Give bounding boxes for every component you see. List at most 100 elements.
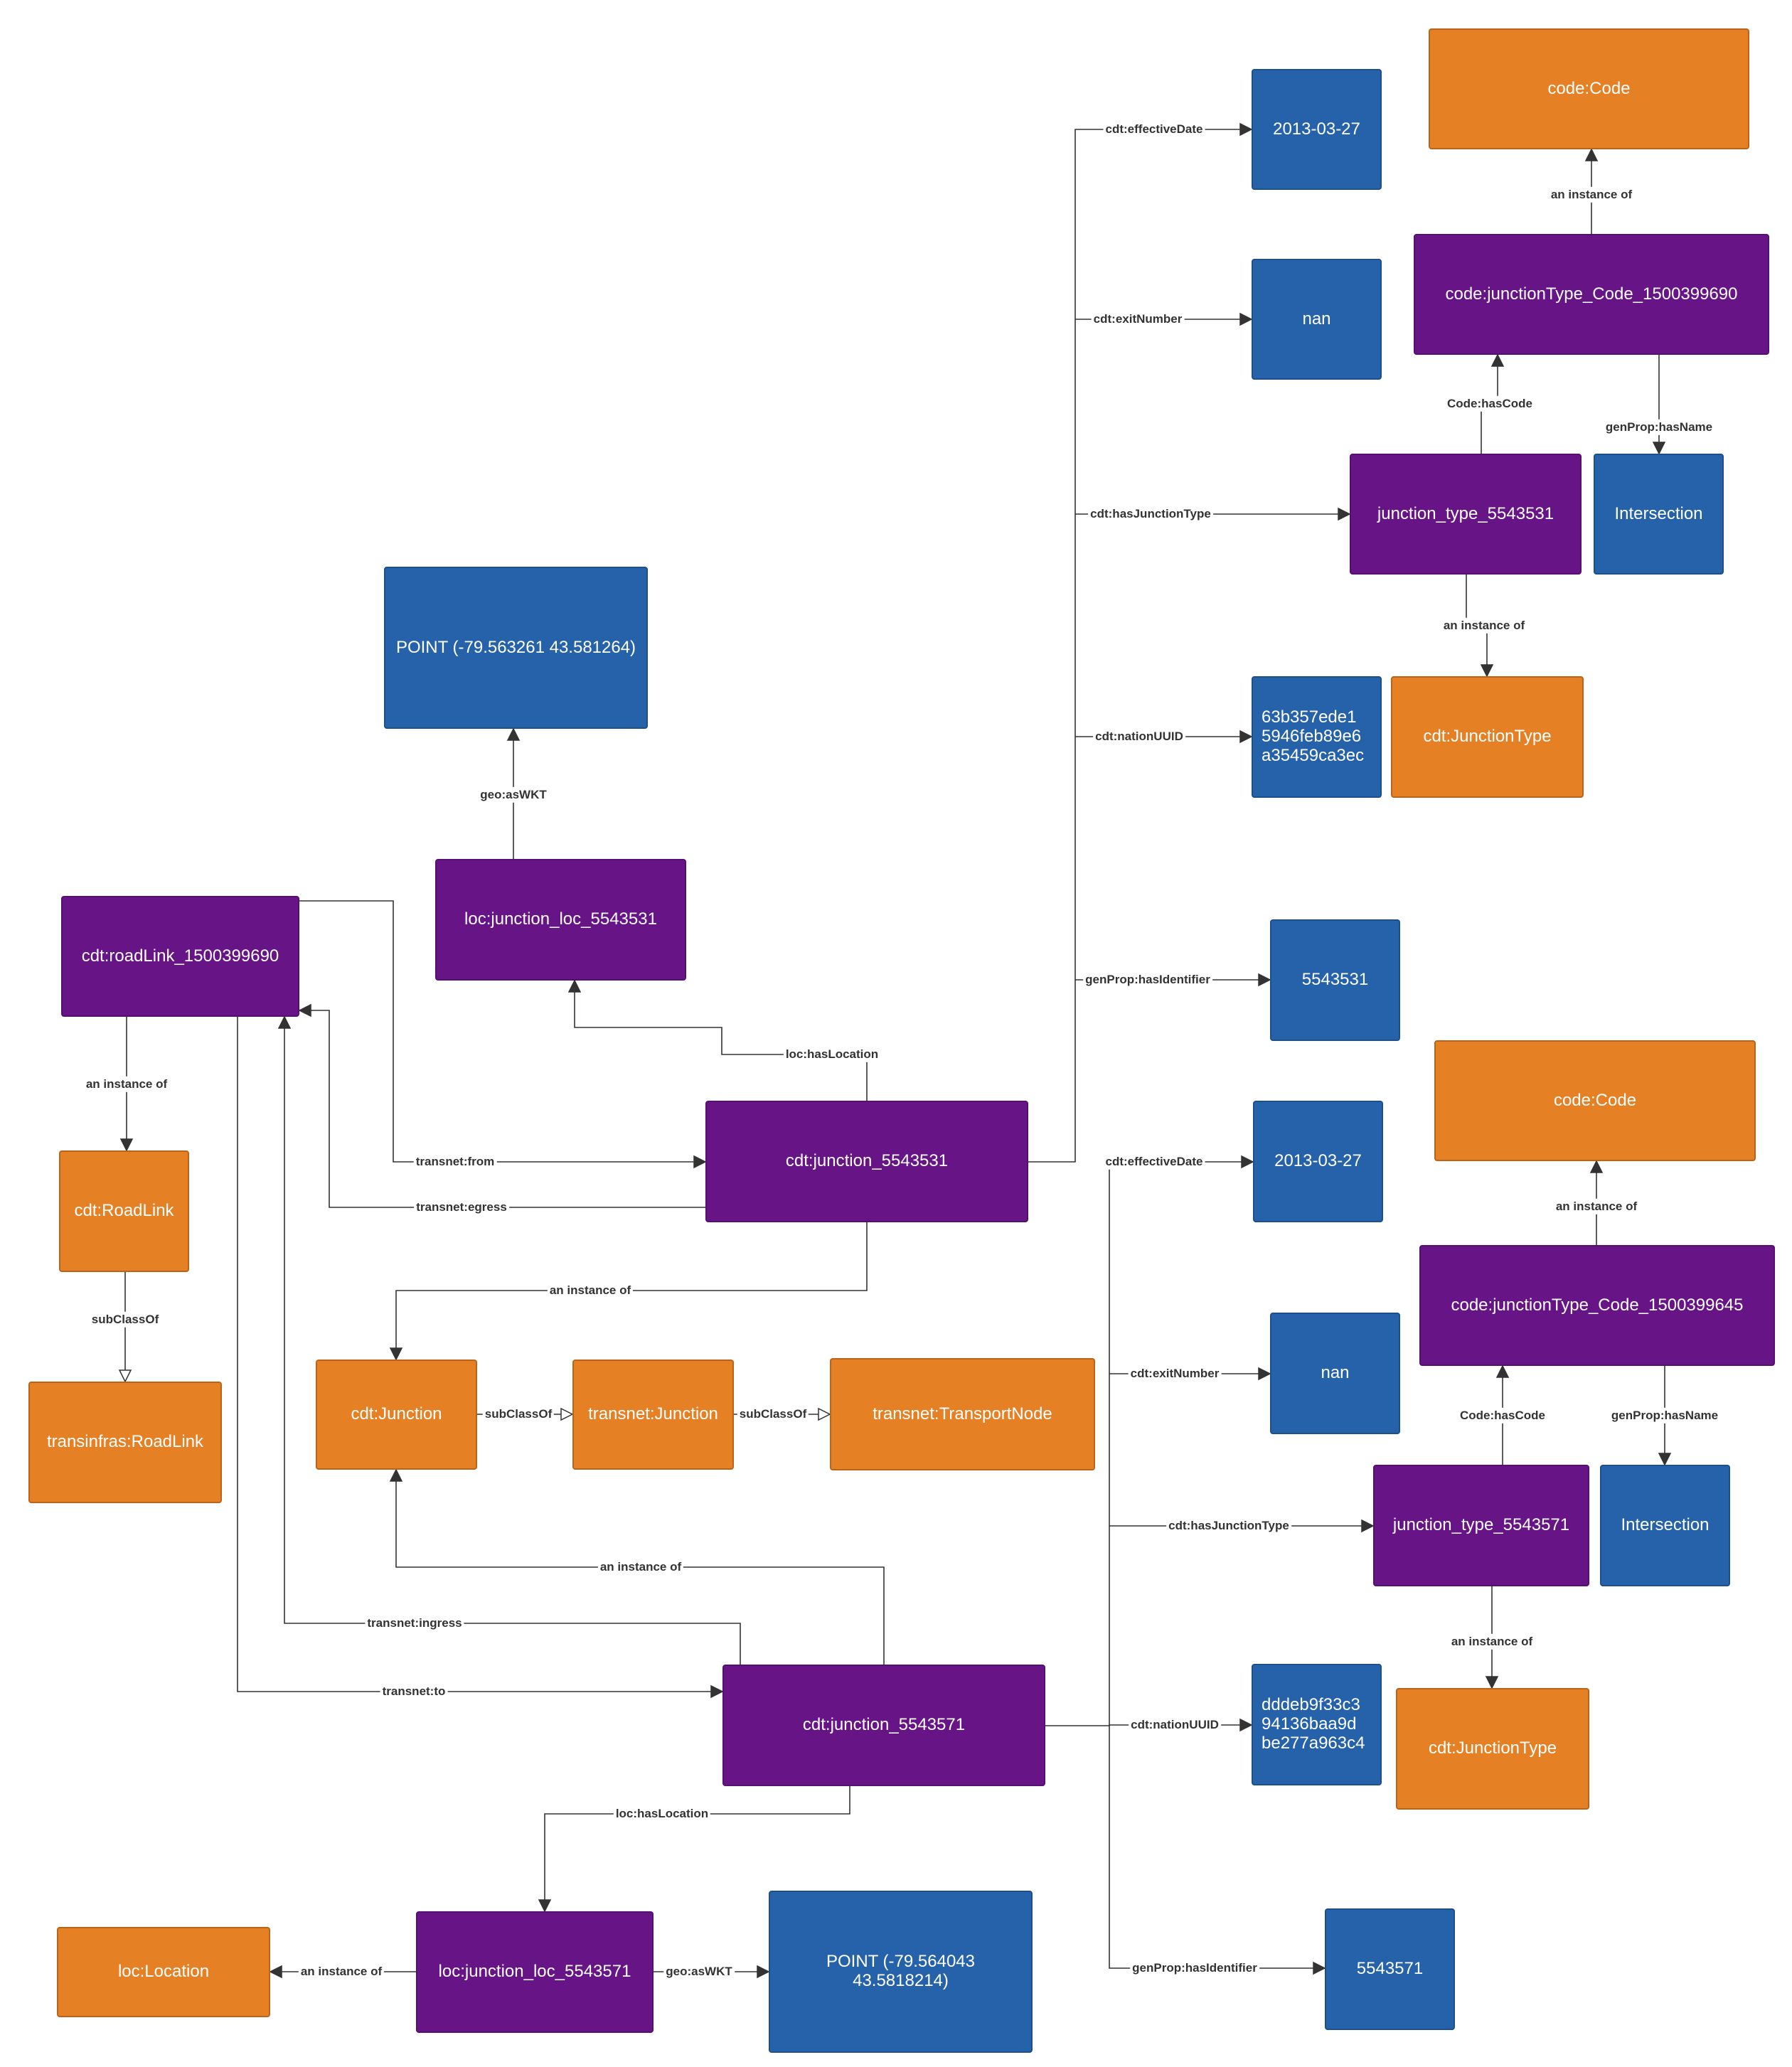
edge-wkt-b-label: geo:asWKT [663, 1963, 735, 1980]
edge-ident-b-arrowhead [1313, 1961, 1326, 1975]
node-roadlink: cdt:roadLink_1500399690 [61, 896, 299, 1017]
node-date-a: 2013-03-27 [1252, 69, 1382, 190]
edge-uuid-b-arrowhead [1239, 1718, 1253, 1732]
edge-exit-b-arrowhead [1258, 1367, 1271, 1381]
edge-loc-a [574, 981, 868, 1101]
edge-hjt-b-arrowhead [1361, 1519, 1375, 1533]
edge-inst-code-a-label: an instance of [1548, 186, 1635, 203]
edge-inst-jt-b-arrowhead [1485, 1676, 1499, 1689]
node-jt-b: junction_type_5543571 [1373, 1465, 1589, 1586]
node-nan-b: nan [1270, 1313, 1400, 1434]
edge-name-a-arrowhead [1652, 442, 1666, 455]
node-loc-a: loc:junction_loc_5543531 [435, 859, 686, 981]
edge-egress-label: transnet:egress [414, 1199, 509, 1216]
edge-egress [299, 1010, 705, 1208]
edge-inst-loc-b-label: an instance of [298, 1963, 385, 1980]
node-jtype-class-b: cdt:JunctionType [1396, 1688, 1589, 1810]
edge-ingress-label: transnet:ingress [365, 1615, 464, 1632]
edge-ingress [284, 1017, 741, 1665]
edge-wkt-a-arrowhead [506, 727, 521, 741]
edge-loc-a-arrowhead [567, 979, 582, 993]
node-nan-a: nan [1252, 259, 1382, 380]
edge-hascode-b-arrowhead [1495, 1364, 1510, 1378]
edge-inst-ja-label: an instance of [547, 1282, 634, 1299]
edge-exit-b-label: cdt:exitNumber [1128, 1365, 1222, 1382]
edge-hjt-a-arrowhead [1338, 507, 1351, 521]
edge-hjt-a-label: cdt:hasJunctionType [1088, 506, 1213, 523]
edge-inst-jb-arrowhead [389, 1468, 403, 1482]
edge-sub-j2-arrowhead [818, 1407, 831, 1421]
edge-to [237, 1017, 722, 1692]
edge-eff-b-label: cdt:effectiveDate [1103, 1153, 1205, 1170]
edge-ingress-arrowhead [277, 1015, 292, 1029]
edge-sub-rl-label: subClassOf [89, 1311, 161, 1328]
edge-eff-a-label: cdt:effectiveDate [1103, 121, 1205, 138]
edge-uuid-a-label: cdt:nationUUID [1093, 728, 1185, 745]
edge-eff-a-arrowhead [1239, 122, 1253, 137]
node-point-a: POINT (-79.563261 43.581264) [384, 567, 648, 729]
edge-egress-arrowhead [298, 1003, 311, 1018]
edge-hascode-a-label: Code:hasCode [1445, 395, 1535, 412]
node-junction-b: cdt:junction_5543571 [722, 1665, 1045, 1786]
node-transportnode: transnet:TransportNode [830, 1358, 1095, 1470]
node-date-b: 2013-03-27 [1253, 1101, 1383, 1222]
edge-uuid-b-label: cdt:nationUUID [1129, 1716, 1221, 1734]
edge-sub-rl-arrowhead [118, 1369, 132, 1383]
edge-name-b-arrowhead [1658, 1453, 1672, 1466]
node-loc-location: loc:Location [57, 1927, 270, 2017]
edge-ident-a-arrowhead [1258, 973, 1271, 987]
edge-exit-a-arrowhead [1239, 312, 1253, 326]
node-id-b: 5543571 [1325, 1908, 1455, 2030]
edge-name-a-label: genProp:hasName [1603, 419, 1715, 436]
edge-inst-loc-b-arrowhead [269, 1965, 282, 1979]
edge-to-arrowhead [710, 1684, 724, 1699]
edge-sub-j1-arrowhead [560, 1407, 574, 1421]
edge-to-label: transnet:to [380, 1683, 448, 1700]
node-uuid-a: 63b357ede1 5946feb89e6 a35459ca3ec [1252, 676, 1382, 798]
edge-sub-j1-label: subClassOf [482, 1406, 555, 1423]
edge-inst-jt-b-label: an instance of [1449, 1633, 1535, 1650]
edge-inst-code-a-arrowhead [1584, 148, 1599, 161]
edge-loc-b-arrowhead [538, 1899, 552, 1913]
node-uuid-b: dddeb9f33c3 94136baa9d be277a963c4 [1252, 1664, 1382, 1785]
edge-inst-code-b-label: an instance of [1553, 1198, 1640, 1215]
edge-hascode-a-arrowhead [1490, 353, 1505, 367]
node-transinfras-roadlink: transinfras:RoadLink [28, 1382, 222, 1503]
edge-inst-rl-arrowhead [119, 1138, 134, 1152]
edge-loc-a-label: loc:hasLocation [783, 1046, 881, 1063]
node-intersection-a: Intersection [1594, 454, 1724, 575]
edge-loc-b-label: loc:hasLocation [613, 1805, 711, 1822]
node-point-b: POINT (-79.564043 43.5818214) [769, 1891, 1033, 2053]
edge-inst-jt-a-arrowhead [1480, 664, 1494, 678]
edge-inst-code-b-arrowhead [1589, 1160, 1604, 1173]
edge-uuid-a-arrowhead [1239, 730, 1253, 744]
node-code-code-a: code:Code [1429, 28, 1749, 149]
edge-eff-a [1028, 129, 1252, 1163]
edge-from-label: transnet:from [413, 1153, 497, 1170]
edge-hjt-b-label: cdt:hasJunctionType [1166, 1517, 1291, 1534]
node-jt-a: junction_type_5543531 [1350, 454, 1582, 575]
edge-sub-j2-label: subClassOf [737, 1406, 809, 1423]
edge-ident-a-label: genProp:hasIdentifier [1083, 971, 1212, 988]
edge-inst-rl-label: an instance of [83, 1076, 170, 1093]
node-transnet-junction: transnet:Junction [572, 1360, 734, 1470]
node-code-code-b: code:Code [1434, 1040, 1756, 1161]
edge-eff-b-arrowhead [1241, 1155, 1254, 1169]
edge-hascode-b-label: Code:hasCode [1458, 1407, 1547, 1424]
edge-wkt-a-label: geo:asWKT [478, 786, 549, 803]
edge-name-b-label: genProp:hasName [1609, 1407, 1721, 1424]
node-loc-b: loc:junction_loc_5543571 [416, 1911, 654, 2033]
node-jtype-class-a: cdt:JunctionType [1391, 676, 1584, 798]
edge-exit-a-label: cdt:exitNumber [1091, 311, 1185, 328]
edge-from [299, 900, 705, 1163]
edge-inst-ja-arrowhead [389, 1347, 403, 1361]
edge-wkt-b-arrowhead [757, 1965, 770, 1979]
node-intersection-b: Intersection [1600, 1465, 1730, 1586]
edge-inst-jb-label: an instance of [597, 1559, 684, 1576]
node-cdt-junction: cdt:Junction [316, 1360, 477, 1470]
node-junction-a: cdt:junction_5543531 [705, 1101, 1028, 1222]
node-jt-code-b: code:junctionType_Code_1500399645 [1419, 1245, 1775, 1366]
edge-from-arrowhead [693, 1155, 707, 1169]
edge-inst-jt-a-label: an instance of [1441, 617, 1527, 634]
